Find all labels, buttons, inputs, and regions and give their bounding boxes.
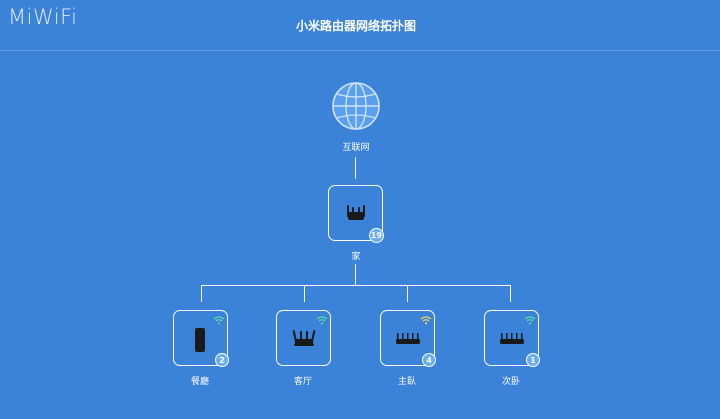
mesh-node-dining[interactable]: 2 (173, 310, 229, 367)
node-label-living: 客厅 (293, 377, 312, 387)
wifi-icon (524, 316, 536, 325)
connector-bus (201, 285, 511, 286)
node-label-master: 主臥 (397, 377, 416, 387)
header-divider (0, 50, 720, 51)
device-count-badge: 4 (422, 353, 436, 367)
connector-node-3 (407, 285, 408, 302)
connector-internet (355, 157, 356, 179)
wifi-icon (420, 316, 432, 325)
mesh-node-living[interactable] (276, 310, 331, 366)
node-label-secondary: 次卧 (501, 377, 520, 387)
mesh-node-secondary[interactable]: 1 (484, 310, 540, 367)
globe-icon[interactable] (331, 81, 381, 131)
main-router-node[interactable]: 19 (328, 185, 384, 243)
connector-node-4 (510, 285, 511, 302)
page-title: 小米路由器网络拓扑图 (295, 19, 416, 33)
connector-main (355, 264, 356, 285)
device-count-badge: 1 (526, 353, 540, 367)
wifi-icon (213, 316, 225, 325)
flat-router-icon (396, 333, 420, 344)
device-count-badge: 19 (369, 228, 384, 243)
node-label-dining: 餐廳 (190, 377, 209, 387)
mesh-node-master[interactable]: 4 (380, 310, 436, 367)
connector-node-1 (201, 285, 202, 302)
main-router-label: 家 (351, 252, 361, 262)
device-count-badge: 2 (215, 353, 229, 367)
flat-router-icon (500, 333, 524, 344)
router-icon (292, 330, 316, 346)
miwifi-logo: MiWiFi (8, 5, 78, 29)
connector-node-2 (304, 285, 305, 302)
wifi-icon (316, 316, 328, 325)
tower-router-icon (195, 328, 205, 352)
internet-label: 互联网 (342, 143, 370, 153)
router-icon (347, 205, 365, 220)
